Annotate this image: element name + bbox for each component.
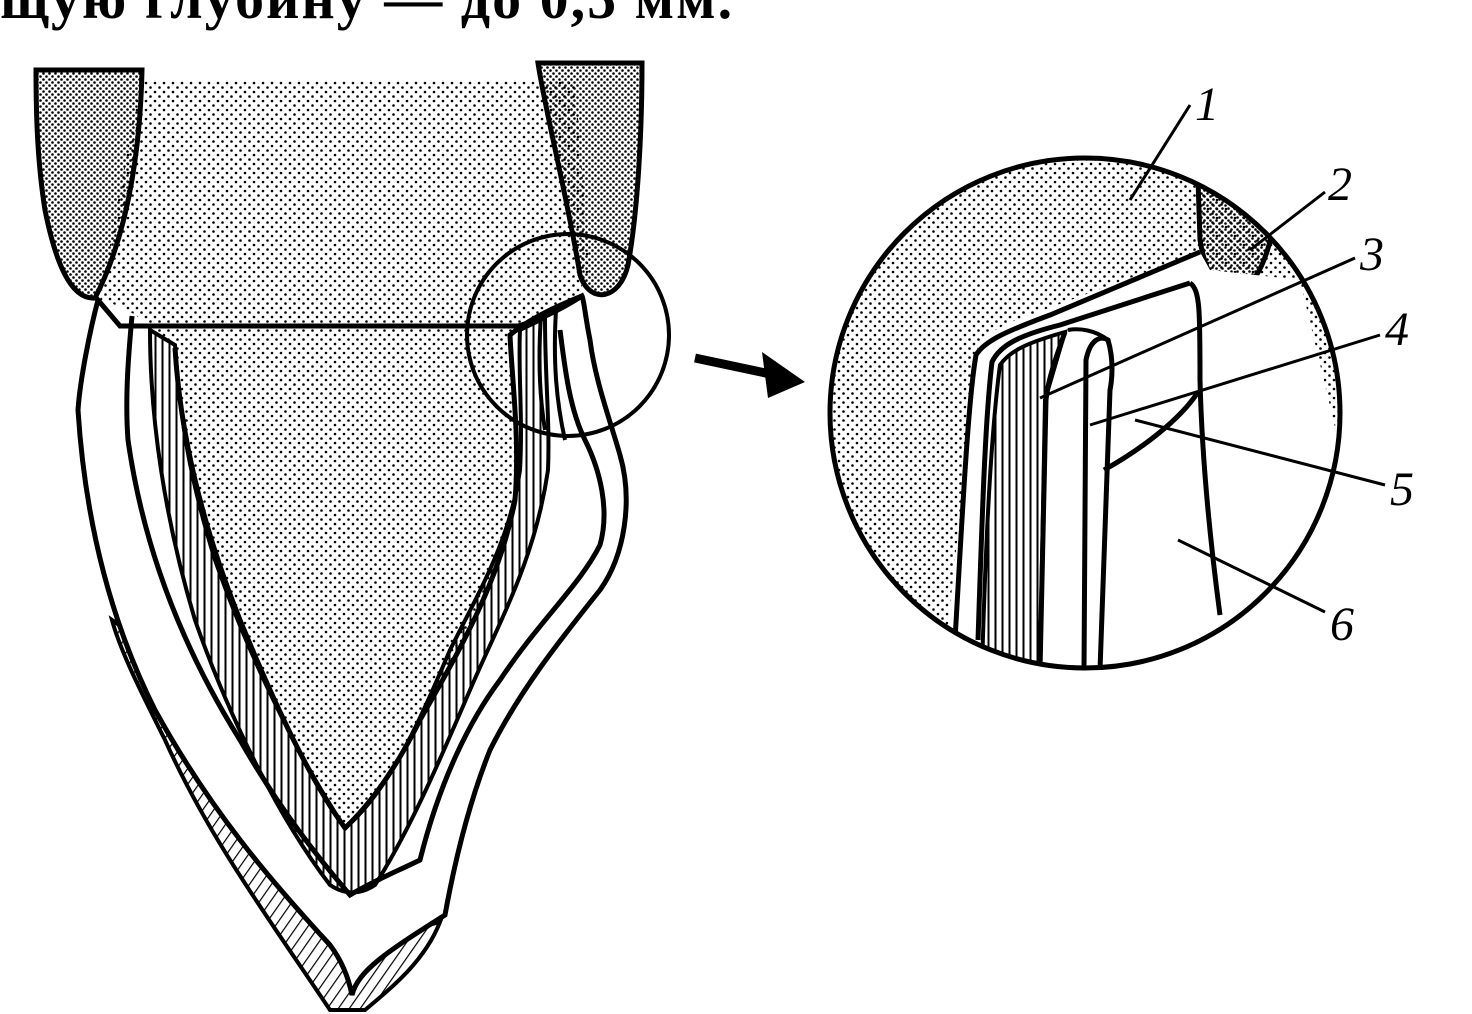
tooth-stump-outline <box>172 293 583 832</box>
layer-line-b <box>552 309 567 441</box>
inner-layer-line <box>1037 331 1068 668</box>
leader-line-3 <box>1039 256 1356 400</box>
layer-line-a <box>537 314 547 431</box>
label-6: 6 <box>1330 598 1354 651</box>
leader-line-5 <box>1134 418 1386 487</box>
outer-contour <box>952 249 1201 641</box>
zoom-circle <box>827 155 1343 671</box>
tooth-stump <box>100 80 590 828</box>
second-contour <box>975 280 1191 641</box>
left-tooth-section <box>33 60 671 1012</box>
strip-top-line <box>1067 327 1110 342</box>
leader-line-1 <box>1128 104 1192 201</box>
label-2: 2 <box>1328 158 1352 211</box>
leader-line-2 <box>1249 190 1326 252</box>
label-1: 1 <box>1195 78 1219 131</box>
wedge-line <box>1102 390 1201 473</box>
label-4: 4 <box>1385 303 1409 356</box>
page-text-fragment: щую глубину — до 0,5 мм. <box>0 0 734 28</box>
label-3: 3 <box>1359 228 1384 281</box>
label-5: 5 <box>1390 463 1414 516</box>
magnified-detail: 1 2 3 4 5 6 <box>827 78 1414 671</box>
detail-circle <box>465 232 671 438</box>
leader-line-6 <box>1177 538 1326 614</box>
arrow-icon <box>694 352 805 398</box>
enamel-inner-boundary <box>124 315 607 899</box>
leader-line-4 <box>1089 333 1381 427</box>
